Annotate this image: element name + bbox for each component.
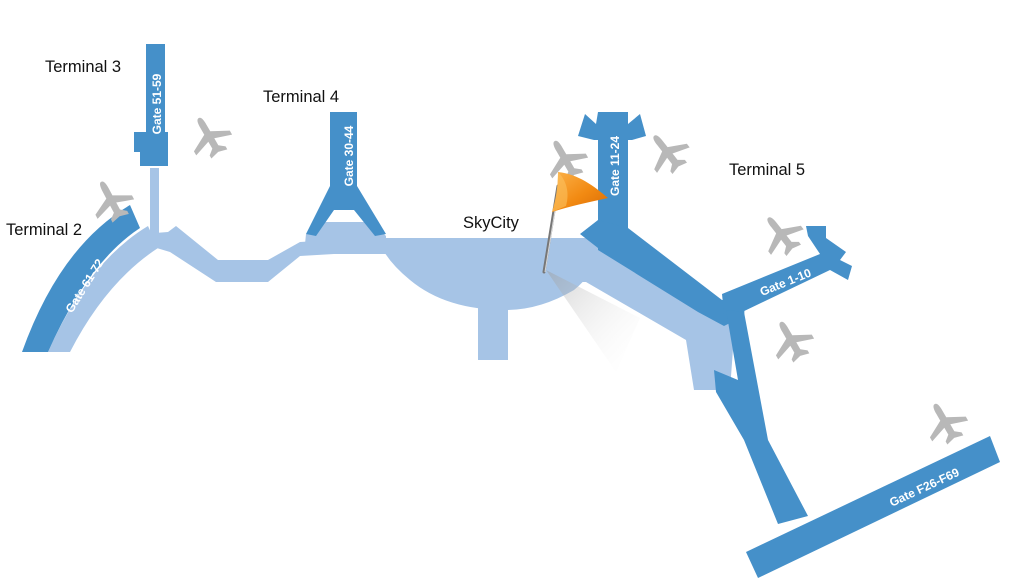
concourses xyxy=(22,44,1000,578)
terminal-5-label: Terminal 5 xyxy=(729,161,805,179)
walkways xyxy=(48,168,735,390)
location-flag-icon[interactable] xyxy=(542,172,640,372)
airplane-icon xyxy=(762,311,820,369)
terminal-2-label: Terminal 2 xyxy=(6,221,82,239)
concourse-gate-F26-F69 xyxy=(746,436,1000,578)
gate-label-30-44: Gate 30-44 xyxy=(342,125,356,186)
terminal-4-base xyxy=(304,222,386,254)
concourse-south xyxy=(714,310,808,524)
skycity-south-pier xyxy=(478,298,508,360)
airplane-icon xyxy=(180,107,238,165)
concourse-terminal-4 xyxy=(306,112,386,236)
concourse-terminal-2 xyxy=(22,205,140,352)
skycity-plaza xyxy=(380,238,594,310)
gate-label-11-24: Gate 11-24 xyxy=(608,136,622,196)
gate-label-51-59: Gate 51-59 xyxy=(150,73,164,134)
airplane-icon xyxy=(637,122,697,182)
terminal-3-stem xyxy=(150,168,159,234)
terminal-3-label: Terminal 3 xyxy=(45,58,121,76)
terminal-4-label: Terminal 4 xyxy=(263,88,339,106)
concourse-gate-11-24 xyxy=(578,112,646,248)
concourse-terminal-5-main xyxy=(598,220,745,326)
concourse-gate-1-10 xyxy=(722,226,852,314)
airplane-icon xyxy=(916,393,974,451)
airplane-icon xyxy=(751,204,811,264)
corridor-terminal-2-to-4 xyxy=(136,226,334,282)
skycity-label: SkyCity xyxy=(463,214,520,232)
flag-shadow xyxy=(546,270,640,372)
concourse-terminal-3 xyxy=(134,44,168,166)
corridor-skycity-to-terminal-5 xyxy=(560,238,735,390)
terminal-2-walkway xyxy=(48,226,158,352)
